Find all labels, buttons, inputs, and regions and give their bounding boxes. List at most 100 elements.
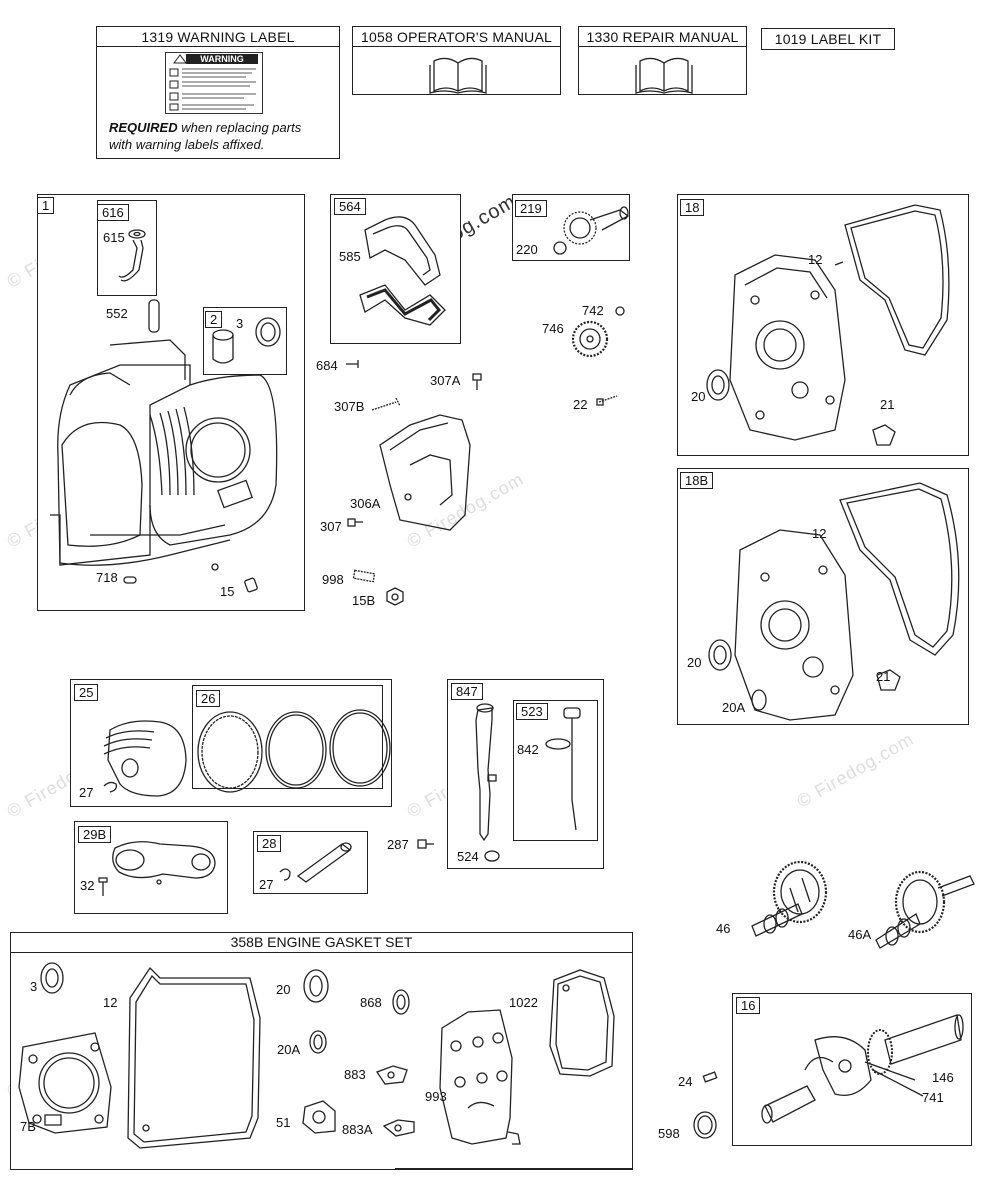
group-number-26: 26	[196, 690, 221, 707]
part-label-868: 868	[360, 995, 382, 1010]
part-label-306A: 306A	[350, 496, 381, 511]
label-kit-box[interactable]: 1019 LABEL KIT	[761, 28, 895, 50]
group-number-28: 28	[257, 835, 282, 852]
part-label-842: 842	[517, 742, 539, 757]
repair-manual-title: 1330 REPAIR MANUAL	[586, 29, 739, 45]
warning-label-title: 1319 WARNING LABEL	[141, 29, 295, 45]
part-label-12: 12	[812, 526, 827, 541]
dipstick-tube-drawing	[475, 703, 581, 862]
screw-307-drawing	[347, 518, 363, 527]
part-label-24: 24	[678, 1074, 693, 1089]
part-label-20A: 20A	[722, 700, 746, 715]
gasket-883A-drawing	[382, 1119, 415, 1137]
warning-sticker: WARNING	[165, 52, 263, 114]
part-label-146: 146	[932, 1070, 954, 1085]
cylinder-block-drawing	[50, 339, 278, 571]
rings-subgroup-26[interactable]	[192, 685, 383, 789]
crankcase-cover-group-18B[interactable]	[677, 468, 969, 725]
part-label-615: 615	[103, 230, 125, 245]
gasket-868-drawing	[392, 989, 410, 1015]
warning-label-box[interactable]: 1319 WARNING LABEL WARNING REQUIRED when…	[96, 26, 340, 159]
group-number-1: 1	[37, 197, 55, 214]
part-label-307: 307	[320, 519, 342, 534]
part-label-7B: 7B	[20, 1119, 36, 1134]
gasket-set-title: 358B ENGINE GASKET SET	[230, 934, 413, 950]
connecting-rod-drawing	[98, 841, 216, 896]
seal-3-drawing	[40, 962, 64, 994]
part-label-27: 27	[79, 785, 94, 800]
group-number-18: 18	[680, 199, 705, 216]
screw-22-drawing	[596, 395, 618, 406]
crankcase-cover-18B-drawing	[708, 482, 960, 721]
part-label-46: 46	[716, 921, 731, 936]
cylinder-sleeve-subgroup-2[interactable]	[203, 307, 287, 375]
watermark: © Firedog.com	[793, 728, 918, 812]
part-label-585: 585	[339, 249, 361, 264]
governor-gear-drawing	[553, 206, 630, 255]
head-cover-gasket-993-drawing	[439, 1009, 521, 1145]
head-gasket-drawing	[18, 1032, 112, 1134]
repair-manual-box[interactable]: 1330 REPAIR MANUAL	[578, 26, 747, 95]
part-label-524: 524	[457, 849, 479, 864]
stud-998-drawing	[352, 569, 376, 583]
group-number-16: 16	[736, 997, 761, 1014]
seal-20-drawing	[303, 969, 329, 1003]
required-word: REQUIRED	[109, 120, 178, 135]
blower-housing-drawing	[379, 414, 471, 531]
operators-manual-box[interactable]: 1058 OPERATOR'S MANUAL	[352, 26, 561, 95]
part-label-15B: 15B	[352, 593, 376, 608]
label-kit-title: 1019 LABEL KIT	[774, 31, 882, 47]
key-24-drawing	[702, 1071, 718, 1083]
part-label-718: 718	[96, 570, 118, 585]
part-label-20A: 20A	[277, 1042, 301, 1057]
crankcase-cover-group-18[interactable]	[677, 194, 969, 456]
part-label-15: 15	[220, 584, 235, 599]
part-label-883A: 883A	[342, 1122, 373, 1137]
part-label-3: 3	[30, 979, 38, 994]
group-number-29B: 29B	[78, 826, 112, 843]
part-label-3: 3	[236, 316, 244, 331]
required-line2: with warning labels affixed.	[109, 137, 265, 152]
washer-598-drawing	[693, 1111, 717, 1139]
warning-sticker-lines	[169, 54, 256, 111]
warning-sticker-head: WARNING	[186, 54, 258, 64]
group-number-523: 523	[516, 703, 548, 720]
screw-684-drawing	[346, 360, 359, 368]
part-label-307B: 307B	[334, 399, 365, 414]
dipstick-subgroup-523[interactable]	[513, 700, 598, 841]
book-icon	[429, 57, 487, 94]
camshaft-46A-drawing	[875, 870, 975, 949]
part-label-883: 883	[344, 1067, 366, 1082]
seal-20A-drawing	[309, 1030, 327, 1054]
part-label-307A: 307A	[430, 373, 461, 388]
part-label-12: 12	[103, 995, 118, 1010]
gasket-51-drawing	[302, 1100, 336, 1134]
valve-cover-gasket-1022-drawing	[549, 969, 615, 1077]
part-label-742: 742	[582, 303, 604, 318]
wrist-pin-drawing	[279, 842, 352, 883]
gear-746-drawing	[571, 320, 609, 358]
clip-742-drawing	[615, 306, 625, 316]
group-number-18B: 18B	[680, 472, 714, 489]
part-label-746: 746	[542, 321, 564, 336]
crankcase-cover-18-drawing	[706, 204, 950, 446]
part-label-287: 287	[387, 837, 409, 852]
pin-718-drawing	[123, 576, 137, 584]
sleeve-seal-drawing	[212, 317, 281, 364]
breather-tube-drawing	[118, 229, 146, 282]
crankcase-gasket-drawing	[127, 966, 261, 1149]
book-icon	[635, 57, 693, 94]
cylinder-block-group[interactable]	[37, 194, 305, 611]
plug-15B-drawing	[386, 587, 404, 606]
part-label-46A: 46A	[848, 927, 872, 942]
part-label-27: 27	[259, 877, 274, 892]
group-number-2: 2	[205, 311, 223, 328]
required-text: when replacing parts	[177, 120, 302, 135]
part-label-220: 220	[516, 242, 538, 257]
dowel-drawing	[148, 299, 160, 333]
screw-287-drawing	[417, 839, 434, 849]
group-number-616: 616	[97, 204, 129, 221]
part-label-20: 20	[691, 389, 706, 404]
part-label-598: 598	[658, 1126, 680, 1141]
part-label-20: 20	[276, 982, 291, 997]
